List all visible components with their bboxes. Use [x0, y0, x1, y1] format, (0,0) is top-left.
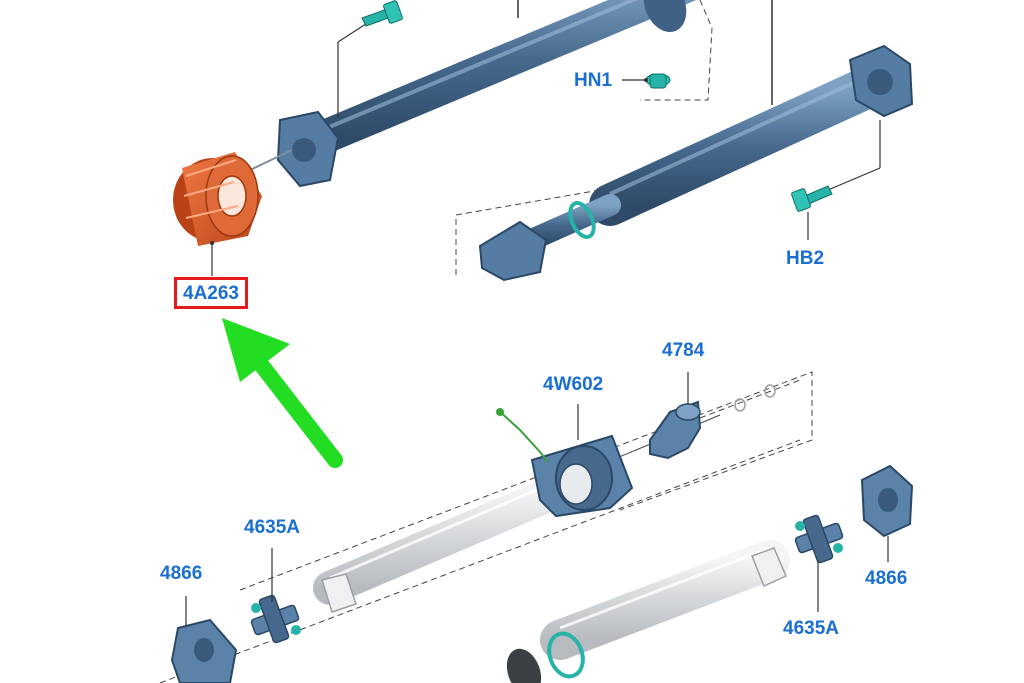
- universal-joint-left-4635a: [250, 594, 301, 644]
- label-hb2: HB2: [786, 248, 825, 269]
- dashed-boundary: [159, 439, 801, 683]
- upper-drive-shaft-front: [249, 0, 697, 188]
- upper-drive-shaft-rear: [478, 44, 914, 282]
- nut-hn1: [645, 73, 671, 89]
- flange-left-4866: [170, 618, 238, 683]
- flange-yoke-4784: [649, 400, 702, 460]
- bolt-hb2: [791, 185, 833, 212]
- universal-joint-right-4635a: [794, 514, 844, 564]
- label-4635a-left: 4635A: [244, 517, 300, 538]
- label-4866-left: 4866: [160, 563, 203, 584]
- label-4635a-right: 4635A: [783, 618, 839, 639]
- pointer-arrow: [222, 318, 343, 468]
- center-bearing-4w602: [496, 408, 634, 518]
- dashed-boundary: [640, 0, 713, 101]
- damper-4a263: [173, 152, 262, 246]
- dashed-boundary: [239, 371, 813, 591]
- bolt-top: [361, 0, 403, 27]
- lower-drive-shaft-front: [313, 473, 577, 613]
- label-4w602: 4W602: [543, 374, 604, 395]
- label-hn1: HN1: [574, 70, 613, 91]
- flange-right-4866: [860, 464, 914, 538]
- dashed-boundary: [455, 189, 601, 275]
- label-4784: 4784: [662, 340, 705, 361]
- label-4866-right: 4866: [865, 568, 908, 589]
- lower-drive-shaft-rear: [506, 540, 790, 683]
- label-4a263-highlighted: 4A263: [174, 277, 248, 309]
